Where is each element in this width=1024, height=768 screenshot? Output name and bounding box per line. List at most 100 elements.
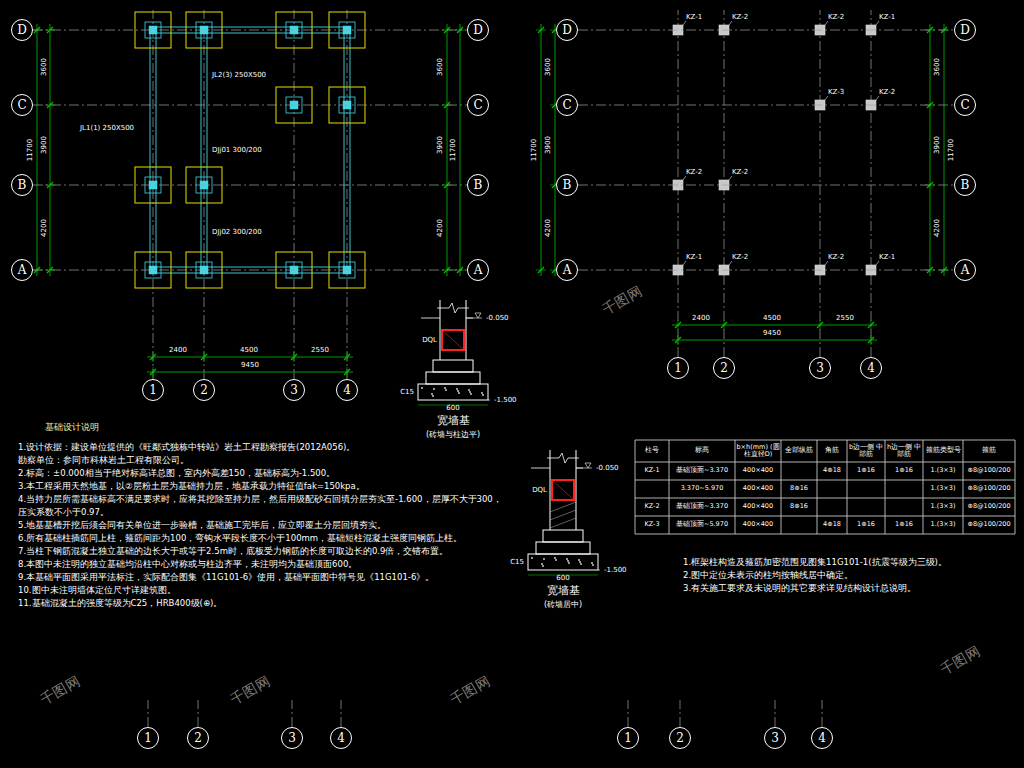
table-cell: 1.(3×3) [923,480,963,498]
dimension-text: 3600 [933,58,941,76]
dimension-text: 3900 [544,136,552,154]
table-cell: ⊕8@100/200 [963,498,1015,516]
table-cell: 标高 [669,440,735,462]
concrete-dot [456,388,458,390]
concrete-dot [555,559,557,561]
table-rule [669,440,670,534]
dimension-text: 4200 [40,219,48,237]
concrete-dot [421,387,423,389]
extension-line [678,320,679,330]
axis-bubble: A [467,259,489,281]
break-line [437,303,469,313]
dimension-text: 3900 [40,136,48,154]
table-rule [635,480,1015,481]
axis-letter: 4 [818,732,826,744]
table-cell: 8⊕16 [781,480,817,498]
ground-beam [156,30,157,270]
concrete-dot [431,393,433,395]
table-cell: 角筋 [817,440,847,462]
table-cell: KZ-1 [635,462,669,480]
axis-bubble: C [11,94,33,116]
table-cell: 基础顶面~3.370 [669,498,735,516]
leader-line [683,21,686,25]
extension-line [536,30,546,31]
ring-beam [442,330,464,350]
dimension-text: 600 [446,404,459,412]
notes-heading: 基础设计说明 [45,422,99,432]
table-cell: KZ-3 [635,516,669,534]
table-cell: b边一侧 中部筋 [847,440,885,462]
column-tag: KZ-2 [732,13,748,21]
axis-bubble: C [954,94,976,116]
footing-label: DJj02 300/200 [212,228,262,236]
column-tag: KZ-2 [686,168,702,176]
leader-line [729,261,732,265]
concrete-dot [458,392,460,394]
axis-letter: 1 [674,362,682,374]
axis-letter: 1 [149,384,157,396]
axis-line [33,30,467,31]
design-note: 5.地基基槽开挖后须会同有关单位进一步验槽，基础施工完毕后，应立即覆土分层回填夯… [18,519,508,532]
design-note: 9.本基础平面图采用平法标注，实际配合图集《11G101-6》使用，基础平面图中… [18,571,508,584]
axis-bubble: 1 [137,727,159,749]
dimension-text: 2550 [836,314,854,322]
concrete-dot [432,395,434,397]
axis-bubble: 1 [617,727,639,749]
axis-letter: C [562,99,571,111]
table-cell: 1⊕16 [847,516,885,534]
footing-step [543,530,583,542]
footing-step [426,372,480,384]
dimension-text: 11700 [530,139,538,161]
design-note: 6.所有基础柱插筋同上柱，箍筋间距为100，弯钩水平段长度不小于100mm，基础… [18,532,508,545]
axis-letter: D [473,24,483,36]
table-rule [817,440,818,534]
wall-edge [466,300,467,360]
ring-beam-label: DQL [532,486,547,494]
axis-letter: A [961,264,970,276]
table-rule [735,440,736,534]
axis-line [578,185,954,186]
axis-line [680,700,681,727]
axis-bubble: A [11,259,33,281]
axis-bubble: 2 [713,357,735,379]
table-cell: ⊕8@100/200 [963,480,1015,498]
axis-letter: 2 [676,732,684,744]
dimension-text: 9450 [763,329,781,337]
design-note: 勘察单位：参同市科林岩土工程有限公司。 [18,454,508,467]
axis-bubble: D [556,19,578,41]
concrete-dot [457,390,459,392]
footing-label: DJj01 300/200 [212,146,262,154]
column-tag: KZ-1 [879,253,895,261]
extension-line [871,320,872,330]
material-label: C15 [400,388,414,396]
table-rule [963,440,964,534]
table-rule [635,440,1015,441]
axis-letter: 2 [720,362,728,374]
axis-letter: A [563,264,572,276]
axis-bubble: C [556,94,578,116]
axis-bubble: 4 [336,379,358,401]
table-cell: 1.(3×3) [923,498,963,516]
axis-bubble: 2 [193,379,215,401]
dimension-text: 600 [556,574,569,582]
axis-line [775,700,776,727]
design-note: 1.设计依据：建设单位提供的《旺鄰式独栋中转站》岩土工程勘察报告(2012A05… [18,441,508,454]
table-cell: h边一侧 中部筋 [885,440,923,462]
dimension-line [460,24,461,276]
dimension-text: 4500 [763,314,781,322]
axis-letter: C [960,99,969,111]
leader-line [876,21,879,25]
elevation-text: -1.500 [494,396,517,404]
axis-bubble: 4 [860,357,882,379]
ground-line [421,318,440,319]
column-tag: KZ-3 [828,88,844,96]
dimension-text: 4200 [544,219,552,237]
ring-beam-hatch [442,330,464,350]
axis-line [33,185,467,186]
column-tag: KZ-1 [686,253,702,261]
concrete-dot [568,562,570,564]
column-tag: KZ-1 [686,13,702,21]
axis-letter: B [18,179,27,191]
axis-line [820,10,821,357]
table-cell: 1⊕16 [885,516,923,534]
